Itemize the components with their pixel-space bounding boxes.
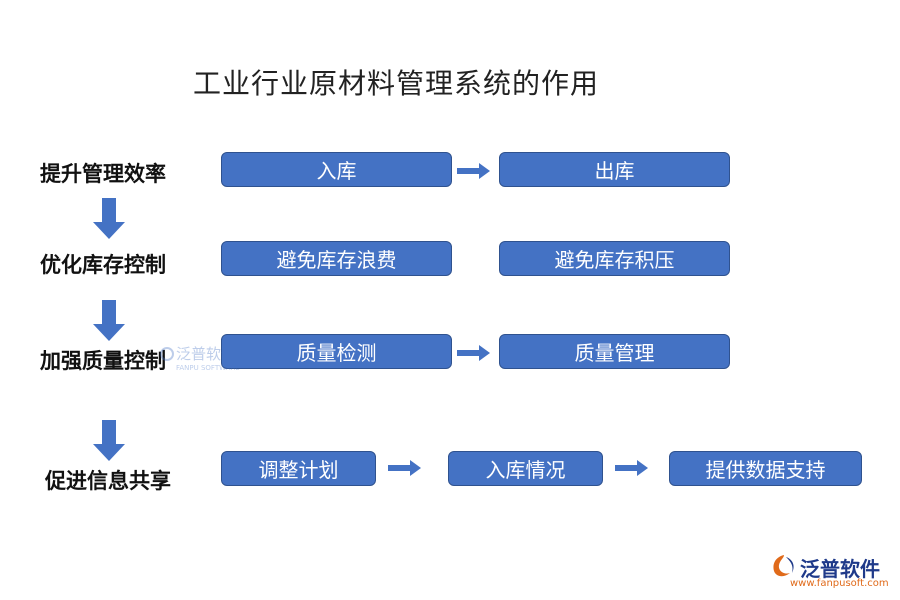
right-arrow-icon: [457, 163, 490, 179]
diagram-title: 工业行业原材料管理系统的作用: [193, 67, 600, 100]
box-outbound: 出库: [499, 152, 730, 187]
box-inbound: 入库: [221, 152, 452, 187]
stage-label-sharing: 促进信息共享: [45, 468, 171, 493]
box-quality-management: 质量管理: [499, 334, 730, 369]
watermark-text: 泛普软件: [176, 345, 237, 363]
box-data-support: 提供数据支持: [669, 451, 862, 486]
right-arrow-icon: [457, 345, 490, 361]
down-arrow-icon: [93, 420, 125, 461]
stage-label-quality: 加强质量控制: [40, 348, 166, 373]
stage-label-inventory: 优化库存控制: [40, 252, 166, 277]
stage-label-efficiency: 提升管理效率: [40, 161, 166, 186]
fanpu-logo-url: www.fanpusoft.com: [790, 578, 889, 589]
box-quality-inspection: 质量检测: [221, 334, 452, 369]
down-arrow-icon: [93, 198, 125, 239]
box-inbound-status: 入库情况: [448, 451, 603, 486]
right-arrow-icon: [388, 460, 421, 476]
watermark-subtext: FANPU SOFTWARE: [176, 364, 240, 372]
watermark-logo-icon: [160, 347, 174, 361]
box-avoid-waste: 避免库存浪费: [221, 241, 452, 276]
down-arrow-icon: [93, 300, 125, 341]
right-arrow-icon: [615, 460, 648, 476]
fanpu-logo-text: 泛普软件: [800, 557, 880, 581]
box-avoid-overstock: 避免库存积压: [499, 241, 730, 276]
box-adjust-plan: 调整计划: [221, 451, 376, 486]
fanpu-logo-icon: [773, 555, 794, 577]
